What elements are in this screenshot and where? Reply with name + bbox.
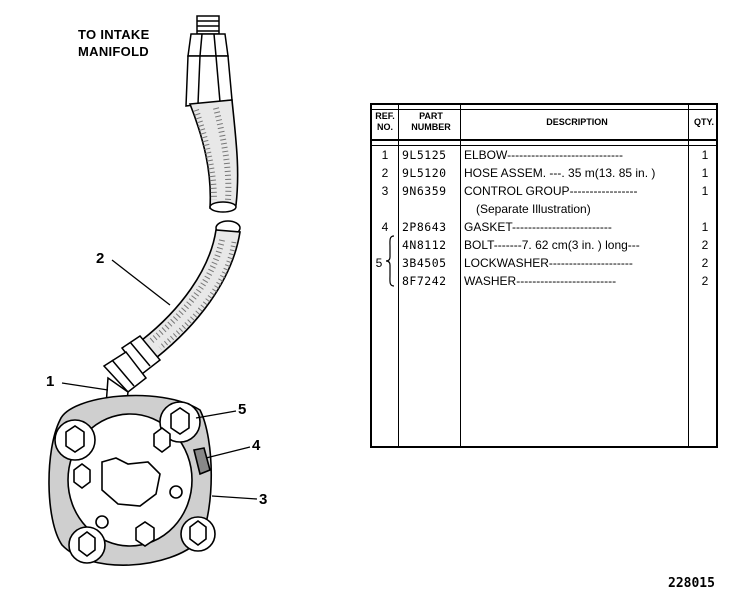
header-description: DESCRIPTION: [464, 117, 690, 128]
callout-5: 5: [238, 401, 247, 418]
part-number: 4N8112: [402, 238, 447, 252]
header-part-line2: NUMBER: [411, 122, 451, 132]
leader-lines: [61, 259, 258, 500]
header-description-label: DESCRIPTION: [546, 117, 608, 127]
figure-number: 228015: [668, 576, 715, 591]
callout-2: 2: [96, 250, 105, 267]
table-row: 5 3B4505 LOCKWASHER---------------------…: [372, 254, 716, 272]
header-bottom-rule: [372, 145, 716, 146]
callout-4: 4: [252, 437, 261, 454]
part-number: 9L5125: [402, 148, 447, 162]
description: WASHER-------------------------: [464, 274, 617, 288]
table-row: 3 9N6359 CONTROL GROUP----------------- …: [372, 182, 716, 200]
header-ref-no: REF. NO.: [372, 111, 398, 133]
table-header: REF. NO. PART NUMBER DESCRIPTION QTY.: [372, 105, 716, 141]
part-number: 9N6359: [402, 184, 447, 198]
quantity: 1: [701, 220, 709, 234]
table-row: 4N8112 BOLT-------7. 62 cm(3 in. ) long-…: [372, 236, 716, 254]
callout-3: 3: [259, 491, 268, 508]
header-ref-line2: NO.: [376, 122, 393, 132]
lower-hose-segment: [140, 220, 241, 360]
quantity: 2: [701, 256, 709, 270]
quantity: 1: [701, 148, 709, 162]
quantity: 2: [701, 274, 709, 288]
part-number: 9L5120: [402, 166, 447, 180]
caption-line-1: TO INTAKE: [78, 27, 150, 42]
part-number: 3B4505: [402, 256, 447, 270]
quantity: 1: [701, 166, 709, 180]
callout-1: 1: [46, 373, 55, 390]
part-number: 8F7242: [402, 274, 447, 288]
upper-hose-segment: [188, 99, 239, 213]
quantity: 2: [701, 238, 709, 252]
table-row: 1 9L5125 ELBOW--------------------------…: [372, 146, 716, 164]
description-note: (Separate Illustration): [476, 202, 591, 216]
description: BOLT-------7. 62 cm(3 in. ) long---: [464, 238, 640, 252]
header-qty: QTY.: [690, 117, 718, 128]
header-ref-line1: REF.: [375, 111, 395, 121]
description: ELBOW-----------------------------: [464, 148, 624, 162]
description: HOSE ASSEM. ---. 35 m(13. 85 in. ): [464, 166, 656, 180]
ref-no: 2: [381, 166, 389, 180]
column-divider: [460, 105, 461, 446]
column-divider: [688, 105, 689, 446]
parts-list-table: REF. NO. PART NUMBER DESCRIPTION QTY. 1 …: [370, 103, 718, 448]
description: CONTROL GROUP-----------------: [464, 184, 638, 198]
group-brace: [385, 235, 395, 287]
ref-no: 4: [381, 220, 389, 234]
header-top-rule: [372, 109, 716, 110]
header-part-line1: PART: [419, 111, 443, 121]
ref-no: 3: [381, 184, 389, 198]
ref-no: 5: [375, 256, 383, 270]
table-row: 8F7242 WASHER------------------------- 2: [372, 272, 716, 290]
header-part-number: PART NUMBER: [400, 111, 462, 133]
quantity: 1: [701, 184, 709, 198]
manifold-fitting: [185, 15, 233, 107]
description: LOCKWASHER---------------------: [464, 256, 633, 270]
control-group-body: [48, 394, 216, 566]
column-divider: [398, 105, 399, 446]
description: GASKET-------------------------: [464, 220, 612, 234]
table-row: (Separate Illustration): [372, 200, 716, 218]
ref-no: 1: [381, 148, 389, 162]
table-row: 4 2P8643 GASKET-------------------------…: [372, 218, 716, 236]
parts-illustration: [48, 15, 258, 566]
figure-caption: TO INTAKE MANIFOLD: [78, 26, 150, 60]
caption-line-2: MANIFOLD: [78, 44, 149, 59]
part-number: 2P8643: [402, 220, 447, 234]
table-row: 2 9L5120 HOSE ASSEM. ---. 35 m(13. 85 in…: [372, 164, 716, 182]
header-qty-label: QTY.: [693, 117, 714, 127]
